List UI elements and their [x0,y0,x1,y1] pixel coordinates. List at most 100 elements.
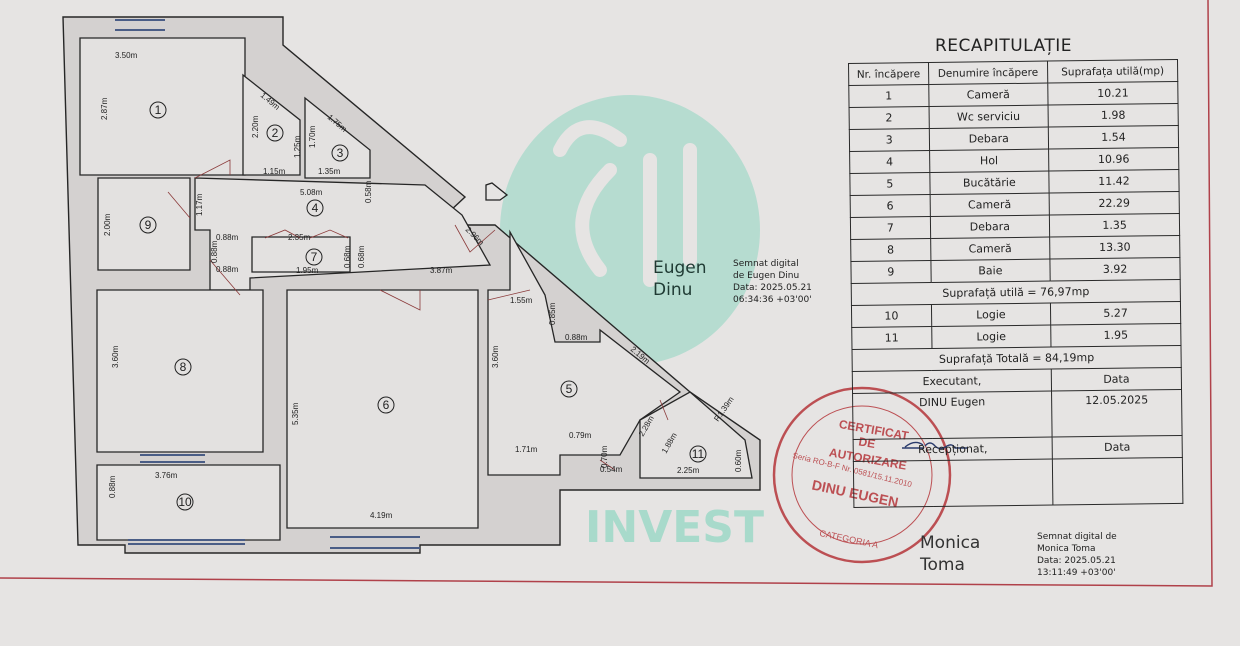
room-number-10: 10 [178,495,192,509]
cell-name: Cameră [928,83,1049,107]
dim-label: 1.25m [293,135,302,158]
room-7 [251,236,351,273]
cell-nr: 5 [849,172,930,196]
dim-label: 0.70m [600,445,609,468]
cell-area: 22.29 [1049,191,1180,216]
executant-name: DINU Eugen [852,391,1053,440]
dim-label: 0.85m [548,302,557,325]
room-8 [96,289,264,453]
dim-label: 0.60m [734,449,743,472]
cell-nr: 3 [849,128,930,152]
room-number-2: 2 [272,126,279,140]
recap-table: Nr. încăpere Denumire încăpere Suprafața… [848,59,1183,508]
cell-area: 10.21 [1047,81,1179,106]
stamp-line-2: DE [858,434,877,451]
dim-label: 0.68m [343,245,352,268]
room-10 [96,464,281,541]
cell-area: 11.42 [1048,169,1180,194]
dim-label: 3.60m [111,345,120,368]
cell-nr: 8 [850,238,931,262]
dim-label: 0.79m [569,431,592,440]
dim-label: 3.50m [115,51,138,60]
cell-area: 1.95 [1050,323,1181,348]
cell-area: 1.35 [1049,213,1180,238]
room-number-4: 4 [312,201,319,215]
signature-1-first: Eugen [653,258,707,278]
dim-label: 3.60m [491,345,500,368]
room-number-11: 11 [692,447,705,461]
signature-2-last: Toma [920,555,965,575]
sig-1-line: 06:34:36 +03'00' [733,295,812,305]
room-numbers [139,101,707,511]
dim-label: 1.71m [515,445,538,454]
dim-label: 5.08m [300,188,323,197]
cell-name: Wc serviciu [928,105,1049,129]
cell-nr: 10 [851,304,932,328]
room-number-1: 1 [155,103,162,117]
cell-nr: 11 [851,326,932,350]
handwritten-signature [902,441,967,450]
header-nr: Nr. încăpere [848,62,929,86]
signature-info-1: Semnat digital de Eugen Dinu Data: 2025.… [733,258,812,306]
dim-label: 2.25m [677,466,700,475]
room-3 [304,96,371,179]
room-number-3: 3 [337,146,344,160]
cell-name: Cameră [930,237,1050,261]
dim-label: 0.88m [565,333,588,342]
cell-name: Debara [928,127,1049,151]
cell-area: 3.92 [1049,257,1181,282]
room-number-9: 9 [145,218,152,232]
watermark-invest: INVEST [585,502,764,553]
room-5-kitchen [487,229,682,476]
dim-label: 1.35m [318,167,341,176]
receptionat-label: Recepționat, [853,437,1053,462]
room-6 [286,289,479,529]
dim-label: 2.00m [103,213,112,236]
executant-date: 12.05.2025 [1051,389,1183,438]
room-number-7: 7 [311,250,318,264]
cell-area: 13.30 [1049,235,1180,260]
cell-nr: 2 [849,106,929,130]
signature-1-last: Dinu [653,280,693,300]
cell-area: 1.98 [1048,103,1179,128]
north-arrow-icon [485,182,509,201]
recap-title: RECAPITULAȚIE [935,36,1072,56]
receptionat-date-empty [1052,457,1183,506]
cell-nr: 6 [850,194,931,218]
door-swings [167,159,669,471]
dim-label: 0.54m [600,465,623,474]
dim-label: 1.70m [308,125,317,148]
cell-area: 1.54 [1048,125,1179,150]
dim-label: 0.68m [357,245,366,268]
signature-name-1: Eugen Dinu [653,257,707,301]
cell-name: Debara [930,215,1050,239]
dim-label: 0.88m [216,233,239,242]
cell-name: Logie [931,325,1052,349]
executant-label: Executant, [852,369,1052,394]
paper-border [0,0,1213,587]
sig-1-line: Data: 2025.05.21 [733,283,812,293]
cell-nr: 7 [850,216,931,240]
dim-label: 0.88m [210,240,219,263]
dim-label: 2.35m [288,233,311,242]
signature-info-2: Semnat digital de Monica Toma Data: 2025… [1037,531,1117,579]
cell-area: 5.27 [1050,301,1181,326]
cell-name: Hol [929,149,1049,173]
sig-2-line: Semnat digital de [1037,532,1117,542]
cell-nr: 1 [848,84,929,108]
room-9 [97,177,191,271]
cell-name: Cameră [929,193,1050,217]
sig-2-line: Monica Toma [1037,544,1096,554]
dim-label: 2.20m [251,115,260,138]
room-number-6: 6 [383,398,390,412]
dim-label: 1.55m [510,296,533,305]
dim-label: 0.88m [108,475,117,498]
date-label: Data [1051,367,1182,392]
room-2 [242,73,301,176]
sig-1-line: de Eugen Dinu [733,271,800,281]
dim-label: 2.87m [100,97,109,120]
dim-label: 4.19m [370,511,393,520]
cell-name: Bucătărie [929,171,1050,195]
signature-name-2: Monica Toma [920,532,980,576]
